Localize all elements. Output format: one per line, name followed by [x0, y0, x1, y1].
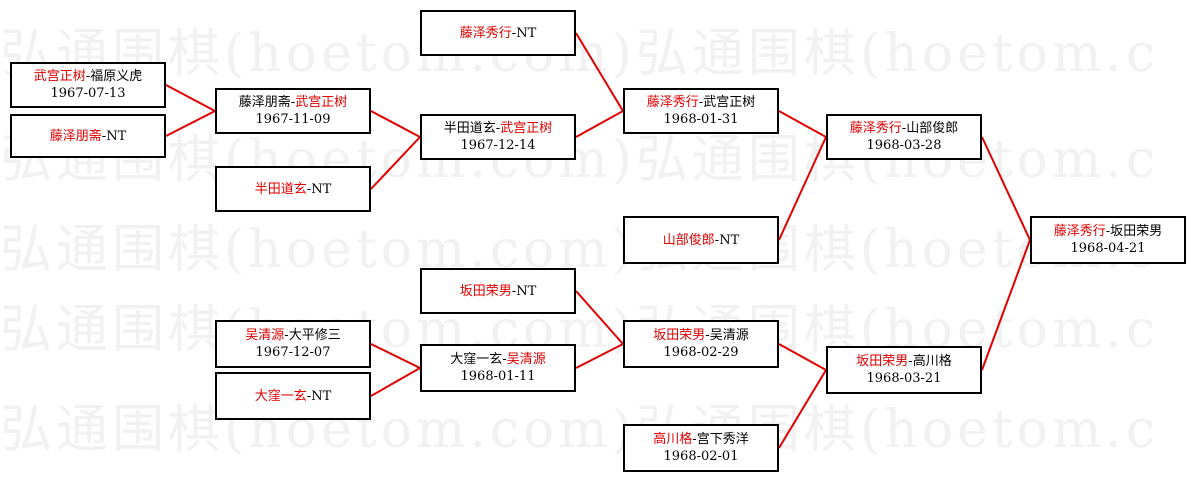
match-box: 半田道玄-NT — [215, 166, 371, 212]
match-box: 藤泽秀行-坂田荣男 1968-04-21 — [1030, 216, 1186, 264]
bracket-connector — [575, 32, 624, 112]
player-1: 大窪一玄 — [450, 352, 503, 367]
match-box: 半田道玄-武宫正树 1967-12-14 — [420, 114, 576, 160]
player-2: 大平修三 — [288, 328, 341, 343]
match-date: 1967-11-09 — [255, 112, 331, 127]
match-box: 山部俊郎-NT — [623, 216, 779, 264]
bracket-connector — [370, 136, 421, 190]
bracket-connector — [165, 110, 216, 137]
player-1: 山部俊郎 — [662, 232, 715, 248]
match-box: 吴清源-大平修三 1967-12-07 — [215, 320, 371, 368]
player-1: 高川格 — [653, 432, 693, 447]
player-1: 藤泽秀行 — [459, 25, 512, 41]
player-2: 坂田荣男 — [1110, 224, 1163, 239]
bracket-connector — [778, 343, 827, 371]
player-2: 宫下秀洋 — [696, 432, 749, 447]
match-date: 1967-07-13 — [50, 86, 126, 101]
player-2: 武宫正树 — [703, 95, 756, 110]
player-1: 藤泽朋斋 — [49, 128, 102, 144]
player-2: NT — [516, 25, 537, 41]
player-2: NT — [311, 181, 332, 197]
bracket-connector — [370, 343, 421, 369]
match-box: 藤泽秀行-NT — [420, 10, 576, 56]
player-2: 吴清源 — [709, 328, 749, 343]
match-box: 藤泽朋斋-武宫正树 1967-11-09 — [215, 88, 371, 134]
match-date: 1968-04-21 — [1070, 241, 1146, 256]
bracket-connector — [778, 369, 827, 449]
match-box: 藤泽朋斋-NT — [10, 114, 166, 158]
bracket-connector — [370, 367, 421, 397]
match-box: 大窪一玄-吴清源 1968-01-11 — [420, 344, 576, 392]
match-date: 1968-02-01 — [663, 449, 739, 464]
player-2: 福原义虎 — [90, 69, 143, 84]
match-date: 1968-01-31 — [663, 112, 739, 127]
player-1: 武宫正树 — [33, 69, 86, 84]
bracket-connector — [370, 110, 421, 138]
player-2: NT — [311, 388, 332, 404]
match-box: 藤泽秀行-武宫正树 1968-01-31 — [623, 88, 779, 134]
player-2: 高川格 — [912, 354, 952, 369]
player-2: 山部俊郎 — [906, 121, 959, 136]
player-1: 藤泽秀行 — [646, 95, 699, 110]
player-2: 武宫正树 — [295, 95, 348, 110]
player-2: NT — [106, 128, 127, 144]
player-2: NT — [719, 232, 740, 248]
match-box: 坂田荣男-高川格 1968-03-21 — [826, 346, 982, 394]
player-2: 武宫正树 — [500, 121, 553, 136]
match-date: 1968-03-21 — [866, 371, 942, 386]
bracket-connector — [165, 84, 216, 112]
bracket-connector — [575, 110, 624, 138]
player-1: 坂田荣男 — [459, 283, 512, 299]
match-box: 坂田荣男-吴清源 1968-02-29 — [623, 320, 779, 368]
player-1: 藤泽秀行 — [849, 121, 902, 136]
bracket-connector — [778, 136, 827, 241]
match-box: 坂田荣男-NT — [420, 268, 576, 314]
player-1: 藤泽秀行 — [1053, 224, 1106, 239]
watermark-text: 弘通围棋(hoetom.com)弘通围棋(hoetom.c — [0, 404, 1159, 456]
bracket-connector — [981, 239, 1031, 371]
match-date: 1968-02-29 — [663, 345, 739, 360]
player-1: 半田道玄 — [254, 181, 307, 197]
bracket-connector — [575, 290, 624, 345]
player-1: 大窪一玄 — [254, 388, 307, 404]
match-date: 1968-01-11 — [460, 369, 536, 384]
player-1: 半田道玄 — [443, 121, 496, 136]
match-box: 藤泽秀行-山部俊郎 1968-03-28 — [826, 114, 982, 160]
match-box: 武宫正树-福原义虎 1967-07-13 — [10, 62, 166, 108]
player-2: 吴清源 — [506, 352, 546, 367]
match-box: 大窪一玄-NT — [215, 372, 371, 420]
player-2: NT — [516, 283, 537, 299]
player-1: 坂田荣男 — [653, 328, 706, 343]
player-1: 藤泽朋斋 — [238, 95, 291, 110]
bracket-connector — [778, 110, 827, 138]
watermark-text: 弘通围棋(hoetom.com)弘通围棋(hoetom.c — [0, 224, 1159, 276]
player-1: 吴清源 — [245, 328, 285, 343]
bracket-connector — [981, 136, 1031, 241]
match-date: 1967-12-07 — [255, 345, 331, 360]
match-box: 高川格-宫下秀洋 1968-02-01 — [623, 424, 779, 472]
match-date: 1967-12-14 — [460, 138, 536, 153]
player-1: 坂田荣男 — [856, 354, 909, 369]
match-date: 1968-03-28 — [866, 138, 942, 153]
bracket-connector — [575, 343, 624, 369]
